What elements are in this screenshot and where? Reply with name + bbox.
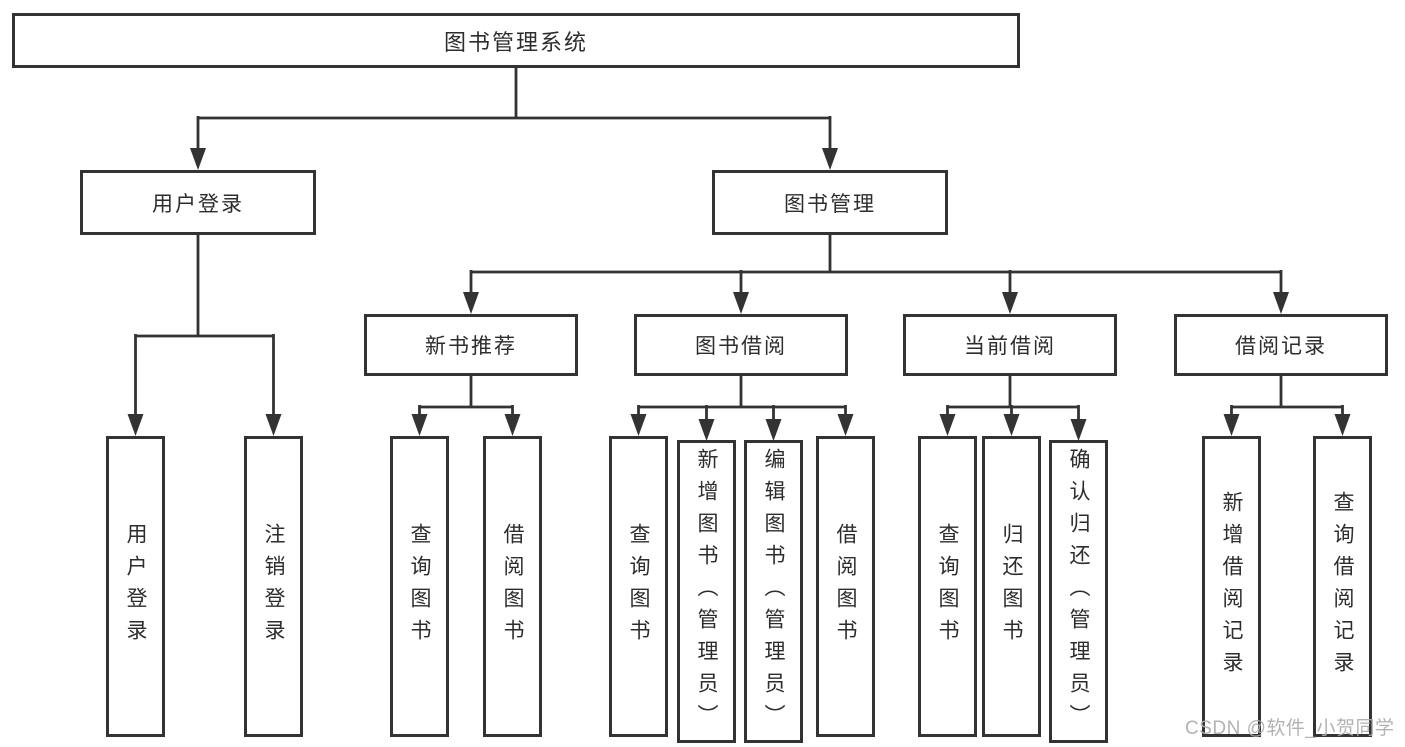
- leaf-records-add-record: 新增借阅记录: [1202, 436, 1261, 737]
- leaf-borrowing-borrow-books: 借阅图书: [816, 436, 875, 737]
- node-borrowing-records: 借阅记录: [1174, 314, 1388, 376]
- node-current-borrowing: 当前借阅: [903, 314, 1117, 376]
- watermark-text: CSDN @软件_小贺同学: [1185, 718, 1395, 739]
- node-book-management: 图书管理: [712, 170, 948, 235]
- leaf-current-return-books: 归还图书: [982, 436, 1041, 737]
- leaf-user-login: 用户登录: [106, 436, 165, 737]
- node-library-management-system: 图书管理系统: [12, 13, 1020, 68]
- leaf-records-query-record: 查询借阅记录: [1313, 436, 1372, 737]
- leaf-current-confirm-return-admin: 确认归还（管理员）: [1049, 440, 1108, 743]
- node-user-login: 用户登录: [80, 170, 316, 235]
- leaf-borrowing-edit-books-admin: 编辑图书（管理员）: [744, 440, 803, 743]
- leaf-logout: 注销登录: [244, 436, 303, 737]
- leaf-recommend-query-books: 查询图书: [390, 436, 449, 737]
- leaf-borrowing-query-books: 查询图书: [609, 436, 668, 737]
- node-book-borrowing: 图书借阅: [634, 314, 848, 376]
- leaf-current-query-books: 查询图书: [918, 436, 977, 737]
- leaf-borrowing-add-books-admin: 新增图书（管理员）: [677, 440, 736, 743]
- node-new-book-recommend: 新书推荐: [364, 314, 578, 376]
- leaf-recommend-borrow-books: 借阅图书: [483, 436, 542, 737]
